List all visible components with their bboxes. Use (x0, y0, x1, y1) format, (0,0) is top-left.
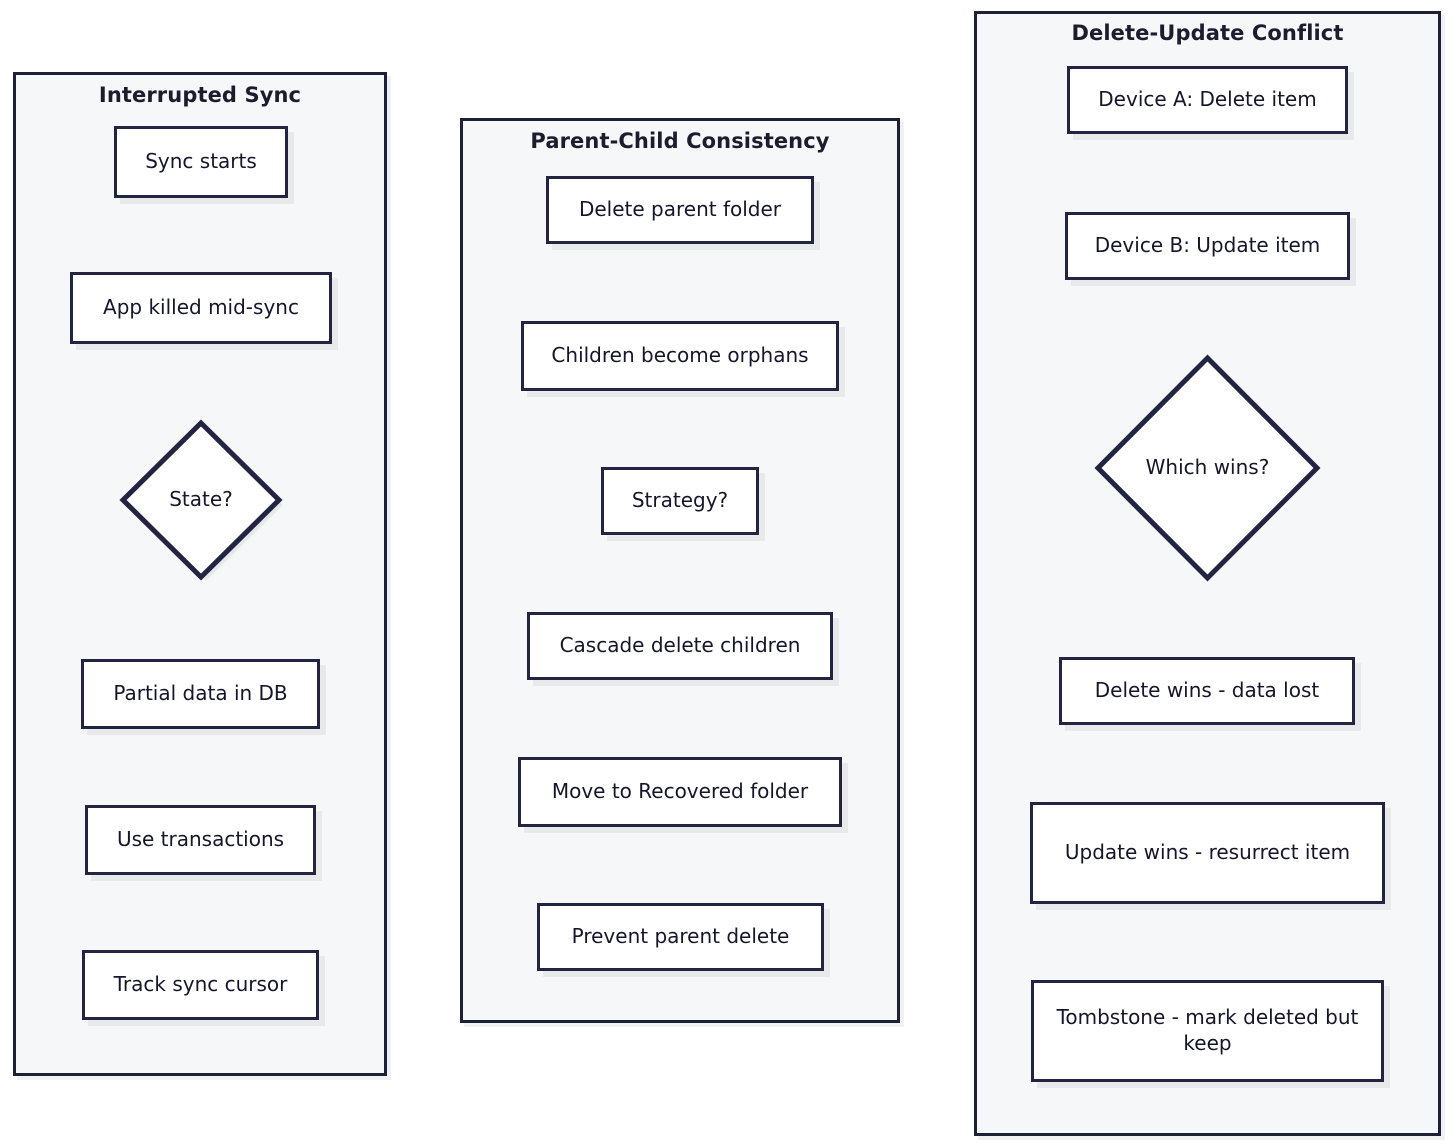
node-which-wins[interactable]: Which wins? (1092, 352, 1323, 584)
cluster-title-delete-update-conflict: Delete-Update Conflict (1071, 21, 1344, 45)
node-label: Strategy? (631, 488, 729, 513)
node-track-cursor[interactable]: Track sync cursor (82, 950, 319, 1020)
node-cascade-delete[interactable]: Cascade delete children (527, 612, 833, 680)
node-label: Sync starts (145, 149, 257, 174)
node-label: Delete wins - data lost (1094, 678, 1320, 703)
node-tombstone[interactable]: Tombstone - mark deleted but keep (1031, 980, 1384, 1082)
cluster-parent-child-consistency: Parent-Child Consistency (460, 118, 900, 1023)
cluster-title-parent-child-consistency: Parent-Child Consistency (530, 129, 830, 153)
node-move-recovered[interactable]: Move to Recovered folder (518, 757, 842, 827)
node-prevent-delete[interactable]: Prevent parent delete (537, 903, 824, 971)
node-use-transactions[interactable]: Use transactions (85, 805, 316, 875)
node-label: Children become orphans (551, 343, 809, 368)
node-label: Update wins - resurrect item (1064, 840, 1351, 865)
node-label: Cascade delete children (559, 633, 801, 658)
node-delete-wins[interactable]: Delete wins - data lost (1059, 657, 1355, 725)
node-sync-starts[interactable]: Sync starts (114, 126, 288, 198)
node-label: Partial data in DB (113, 681, 288, 706)
node-label: State? (169, 487, 233, 512)
node-label: Which wins? (1145, 455, 1270, 480)
node-label: Device B: Update item (1094, 233, 1321, 258)
node-strategy[interactable]: Strategy? (601, 467, 759, 535)
node-update-wins[interactable]: Update wins - resurrect item (1030, 802, 1385, 904)
node-state[interactable]: State? (117, 417, 285, 583)
node-label: Device A: Delete item (1098, 87, 1317, 112)
node-label: App killed mid-sync (103, 295, 299, 320)
node-app-killed[interactable]: App killed mid-sync (70, 272, 332, 344)
node-label: Prevent parent delete (571, 924, 790, 949)
diamond-shape (119, 419, 283, 581)
cluster-title-interrupted-sync: Interrupted Sync (98, 83, 302, 107)
node-label: Use transactions (116, 827, 285, 852)
diamond-shape (1094, 354, 1321, 582)
node-label: Track sync cursor (113, 972, 288, 997)
node-children-orphans[interactable]: Children become orphans (521, 321, 839, 391)
node-device-b[interactable]: Device B: Update item (1065, 212, 1350, 280)
node-device-a[interactable]: Device A: Delete item (1067, 66, 1348, 134)
node-partial-data[interactable]: Partial data in DB (81, 659, 320, 729)
node-delete-parent[interactable]: Delete parent folder (546, 176, 814, 244)
node-label: Move to Recovered folder (551, 779, 809, 804)
node-label: Tombstone - mark deleted but keep (1056, 1005, 1359, 1055)
node-label: Delete parent folder (578, 197, 782, 222)
